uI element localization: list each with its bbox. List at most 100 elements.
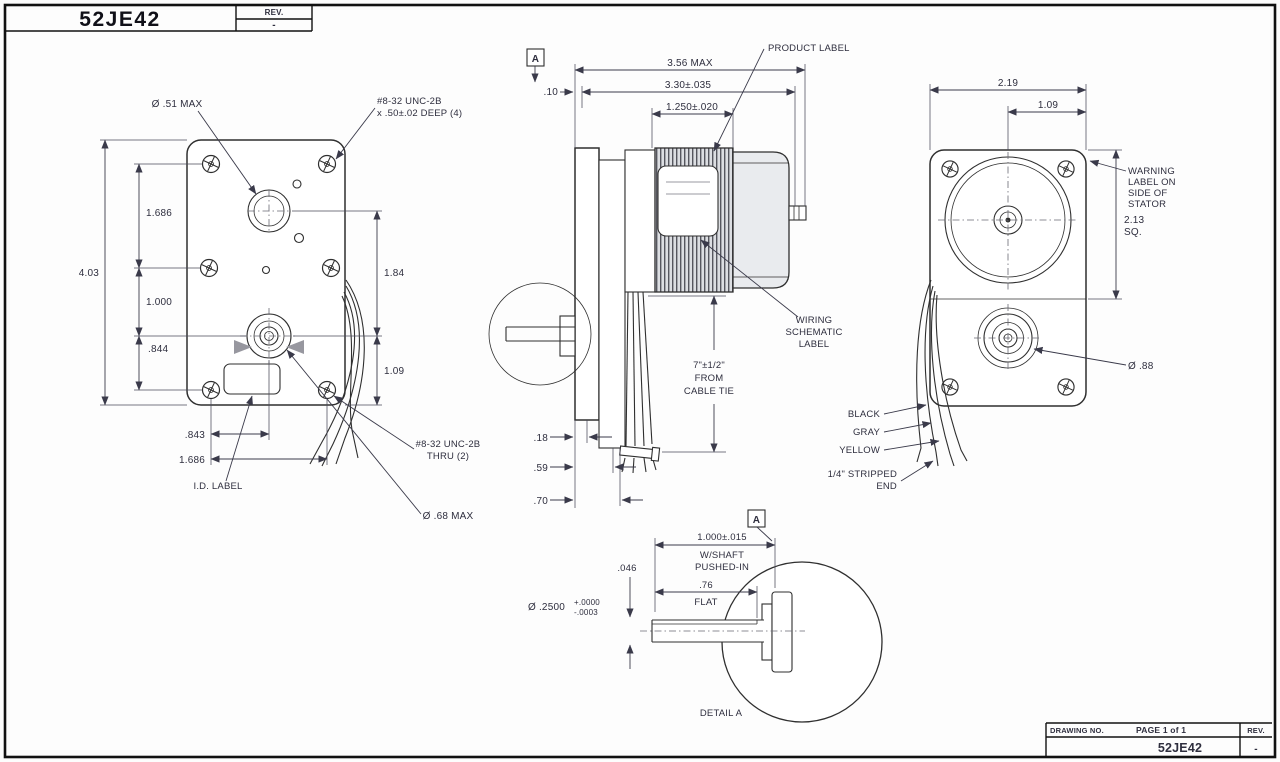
- footer-drawing-no-label: DRAWING NO.: [1050, 726, 1104, 735]
- svg-text:W/SHAFT: W/SHAFT: [700, 550, 744, 561]
- svg-text:A: A: [753, 515, 760, 526]
- side-lead-wires: [621, 291, 657, 474]
- wire-callouts: BLACK GRAY YELLOW 1/4" STRIPPED END: [828, 403, 940, 492]
- dim-4-03: 4.03: [79, 268, 100, 279]
- svg-text:Ø .68 MAX: Ø .68 MAX: [423, 511, 474, 522]
- wire-label-yellow: YELLOW: [839, 445, 880, 456]
- svg-text:.70: .70: [533, 496, 548, 507]
- callout-warning-label: WARNING LABEL ON SIDE OF STATOR: [1089, 159, 1176, 210]
- detail-a-boundary-circle: [488, 282, 592, 386]
- cable-tie: [619, 445, 661, 462]
- motor-end-bell: [624, 149, 656, 293]
- rear-lead-wires: [916, 279, 968, 467]
- front-view: 4.03 1.686 1.000 .844 1.84 1.09: [79, 96, 481, 522]
- wire-label-black: BLACK: [848, 409, 881, 420]
- wire-label-gray: GRAY: [853, 427, 880, 438]
- title-drawing-number: 52JE42: [79, 8, 160, 31]
- dim-depth-330: 3.30±.035: [581, 80, 796, 206]
- svg-text:LABEL: LABEL: [799, 339, 830, 350]
- svg-text:.18: .18: [533, 433, 548, 444]
- svg-text:3.30±.035: 3.30±.035: [665, 80, 711, 91]
- section-marker-a: A: [526, 48, 545, 83]
- callout-id-label: I.D. LABEL: [194, 395, 253, 492]
- svg-text:THRU (2): THRU (2): [427, 451, 469, 462]
- callout-product-label: PRODUCT LABEL: [713, 43, 850, 152]
- svg-text:FROM: FROM: [695, 373, 724, 384]
- svg-text:SQ.: SQ.: [1124, 227, 1142, 238]
- wiring-schematic-label-plate: [657, 165, 719, 237]
- detail-marker-a: A: [747, 509, 773, 542]
- svg-text:PRODUCT LABEL: PRODUCT LABEL: [768, 43, 850, 54]
- svg-text:WIRING: WIRING: [796, 315, 833, 326]
- svg-text:CABLE TIE: CABLE TIE: [684, 386, 734, 397]
- dim-right-chain: 1.84 1.09: [292, 210, 405, 406]
- title-rev-value: -: [272, 20, 276, 31]
- pilot-hole: [293, 232, 305, 244]
- svg-text:2.13: 2.13: [1124, 215, 1145, 226]
- title-rev-label: REV.: [265, 8, 284, 17]
- dim-face-10: .10: [543, 87, 574, 98]
- footer-drawing-number: 52JE42: [1158, 741, 1202, 755]
- svg-text:.10: .10: [543, 87, 558, 98]
- svg-text:#8-32 UNC-2B: #8-32 UNC-2B: [416, 439, 481, 450]
- svg-text:Ø .2500: Ø .2500: [528, 602, 565, 613]
- detail-a-view: A 1.000±.015 W/SHAFT PUSHED-IN .76 FLAT …: [528, 509, 883, 723]
- svg-text:PUSHED-IN: PUSHED-IN: [695, 562, 749, 573]
- callout-output-dia: Ø .88: [1033, 346, 1154, 372]
- dim-left-chain: 1.686 1.000 .844: [134, 163, 246, 391]
- svg-text:STATOR: STATOR: [1128, 199, 1166, 210]
- dim-shaft-dia: Ø .2500 +.0000 -.0003: [528, 598, 600, 617]
- svg-text:I.D. LABEL: I.D. LABEL: [194, 481, 243, 492]
- svg-text:Ø .88: Ø .88: [1128, 361, 1154, 372]
- svg-text:.76: .76: [699, 580, 713, 591]
- svg-text:3.56 MAX: 3.56 MAX: [667, 58, 713, 69]
- svg-text:2.19: 2.19: [998, 78, 1019, 89]
- gearbox-housing: [598, 159, 626, 449]
- svg-text:.59: .59: [533, 463, 548, 474]
- svg-text:Ø .51 MAX: Ø .51 MAX: [152, 99, 203, 110]
- id-label-plate: [223, 363, 281, 395]
- dim-844: .844: [148, 344, 169, 355]
- dim-1-000: 1.000: [146, 297, 172, 308]
- svg-text:7"±1/2": 7"±1/2": [693, 360, 725, 371]
- svg-text:END: END: [876, 481, 897, 492]
- svg-text:WARNING: WARNING: [1128, 166, 1175, 177]
- callout-wiring-label: WIRING SCHEMATIC LABEL: [700, 239, 842, 350]
- svg-text:1.09: 1.09: [1038, 100, 1059, 111]
- dim-center-109: 1.09: [1007, 100, 1087, 150]
- callout-thru-spec: #8-32 UNC-2B THRU (2): [333, 395, 481, 462]
- callout-tap-spec: #8-32 UNC-2B x .50±.02 DEEP (4): [335, 96, 462, 160]
- front-lead-wires: [309, 279, 365, 467]
- svg-text:FLAT: FLAT: [694, 597, 717, 608]
- svg-text:A: A: [532, 54, 539, 65]
- pilot-hole: [292, 179, 302, 189]
- svg-text:SCHEMATIC: SCHEMATIC: [785, 327, 842, 338]
- dim-overall-height: 4.03: [79, 139, 187, 406]
- svg-text:SIDE OF: SIDE OF: [1128, 188, 1167, 199]
- dim-motor-1250: 1.250±.020: [651, 102, 734, 148]
- svg-text:-.0003: -.0003: [574, 608, 598, 617]
- svg-text:x .50±.02 DEEP (4): x .50±.02 DEEP (4): [377, 108, 462, 119]
- callout-shaft-boss-dia: Ø .68 MAX: [286, 349, 474, 522]
- sheet-border: [3, 3, 1277, 759]
- dim-1-84: 1.84: [384, 268, 405, 279]
- dim-1-686-bottom: 1.686: [179, 455, 205, 466]
- dim-843: .843: [185, 430, 206, 441]
- svg-text:1.000±.015: 1.000±.015: [697, 532, 746, 543]
- motor-rear-shaft: [788, 205, 807, 221]
- shaft-hub-detail: [771, 591, 793, 673]
- shaft-hub: [559, 315, 576, 357]
- dim-flat-length: .76 FLAT: [654, 580, 758, 618]
- svg-text:+.0000: +.0000: [574, 598, 600, 607]
- dim-1-686: 1.686: [146, 208, 172, 219]
- motor-end-cap: [732, 151, 790, 289]
- dim-depth-356: 3.56 MAX: [574, 58, 806, 206]
- footer-rev-value: -: [1254, 744, 1258, 755]
- rotation-arrow-right: [286, 340, 304, 354]
- pilot-hole: [261, 265, 271, 275]
- dim-flat-depth: .046: [617, 563, 636, 669]
- footer-rev-label: REV.: [1247, 726, 1265, 735]
- dim-square-213: 2.13 SQ.: [1088, 149, 1145, 300]
